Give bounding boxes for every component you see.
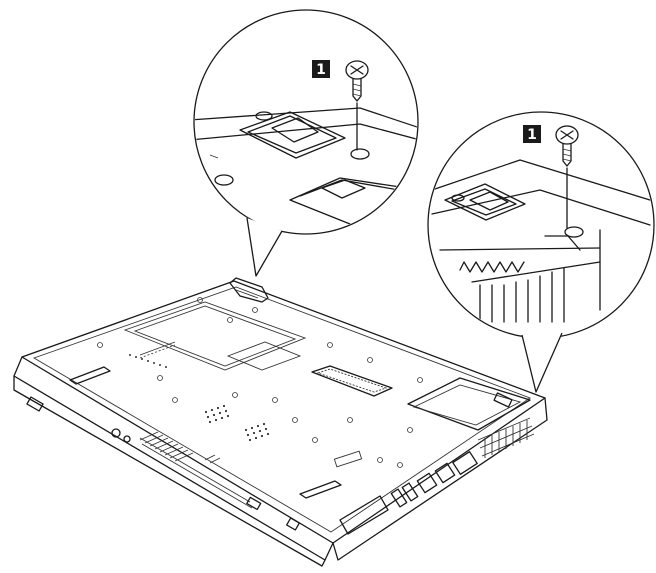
- hdd-bay: [407, 377, 531, 431]
- zoom-callout-left: 1: [193, 9, 419, 277]
- callout-label-text: 1: [527, 127, 537, 143]
- screw-holes: [97, 297, 423, 468]
- screw-icon: [345, 60, 369, 102]
- screw-icon: [555, 125, 579, 167]
- callout-label-text: 1: [316, 62, 326, 78]
- docking-connector: [311, 365, 393, 397]
- laptop-base: [13, 277, 548, 567]
- vent-grille-right: [477, 417, 535, 458]
- speaker-grilles: [129, 354, 270, 442]
- memory-cover: [123, 301, 307, 371]
- vent-grille-left: [139, 431, 221, 464]
- battery-latches: [69, 366, 363, 499]
- callout-label-1: 1: [312, 60, 330, 78]
- callout-label-1: 1: [523, 125, 541, 143]
- side-ports: [339, 451, 478, 535]
- zoom-callout-right: 1: [427, 111, 655, 393]
